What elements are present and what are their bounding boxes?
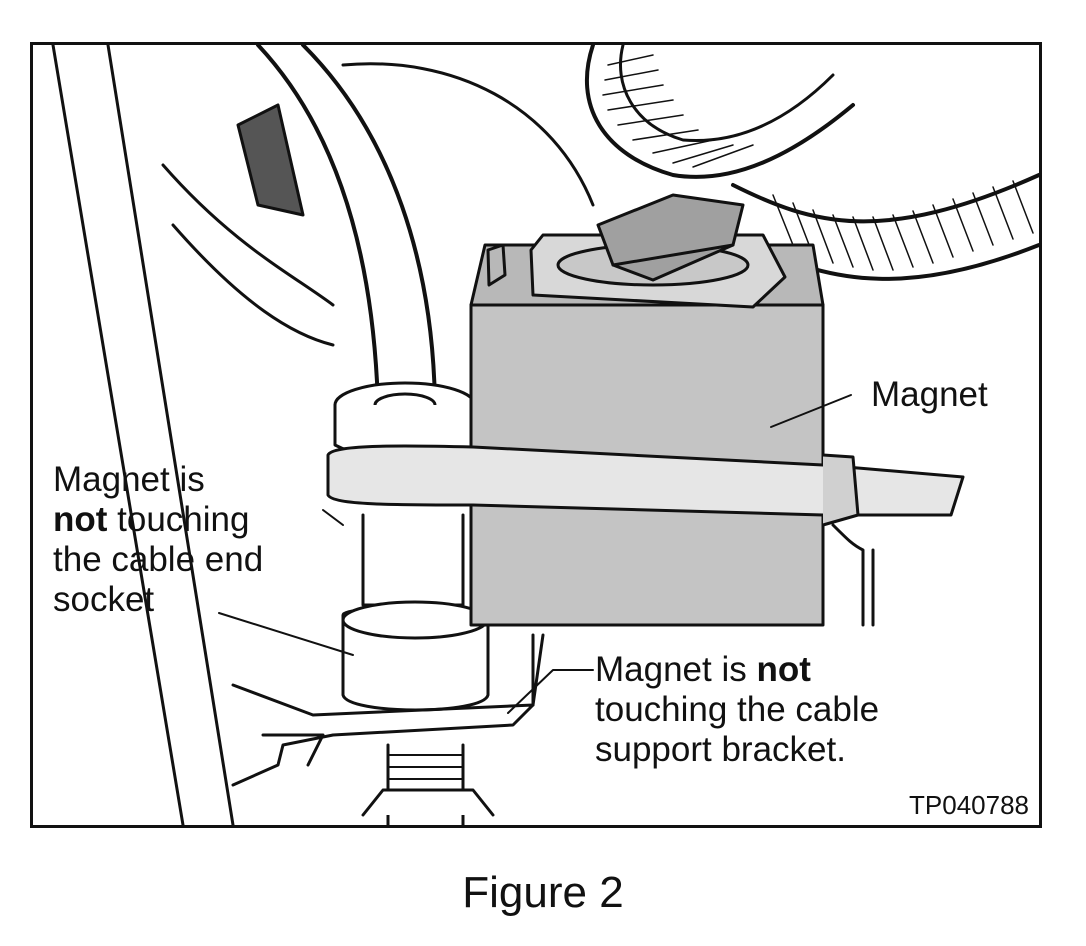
bracket-note-line2: touching the cable xyxy=(595,690,880,729)
illustration xyxy=(51,45,1039,825)
bracket-note-line1: Magnet is not xyxy=(595,650,811,689)
support-bracket xyxy=(261,733,325,767)
socket-note-line1: Magnet is xyxy=(53,460,205,499)
magnet-label: Magnet xyxy=(871,375,988,414)
background-frame-line xyxy=(51,45,185,825)
figure-frame: Magnet Magnet is not touching the cable … xyxy=(30,42,1042,828)
leader-line-socket-top xyxy=(322,509,344,526)
bracket-piece xyxy=(236,103,305,217)
leader-line-magnet xyxy=(770,394,852,428)
leader-line-socket xyxy=(218,612,354,656)
background-frame-line xyxy=(161,163,335,307)
background-frame-line xyxy=(106,45,235,825)
magnet-block xyxy=(469,193,825,627)
bracket-note-label: Magnet is not touching the cable support… xyxy=(595,650,879,770)
support-post xyxy=(341,62,595,207)
cable xyxy=(256,45,380,407)
cable xyxy=(301,45,437,407)
figure-caption: Figure 2 xyxy=(462,868,624,917)
leader-line-bracket xyxy=(507,669,594,714)
bracket-note-line3: support bracket. xyxy=(595,730,846,769)
socket-note-line4: socket xyxy=(53,580,155,619)
socket-note-label: Magnet is not touching the cable end soc… xyxy=(53,460,263,620)
figure-id-code: TP040788 xyxy=(909,790,1029,820)
socket-note-line2: not touching xyxy=(53,500,250,539)
socket-nut-top xyxy=(341,600,489,640)
background-frame-line xyxy=(171,223,335,347)
threaded-fitting xyxy=(361,743,495,825)
socket-body xyxy=(361,513,465,607)
hose-ribs xyxy=(602,54,1034,271)
socket-note-line3: the cable end xyxy=(53,540,264,579)
support-bracket xyxy=(231,633,545,787)
strap xyxy=(326,444,965,627)
